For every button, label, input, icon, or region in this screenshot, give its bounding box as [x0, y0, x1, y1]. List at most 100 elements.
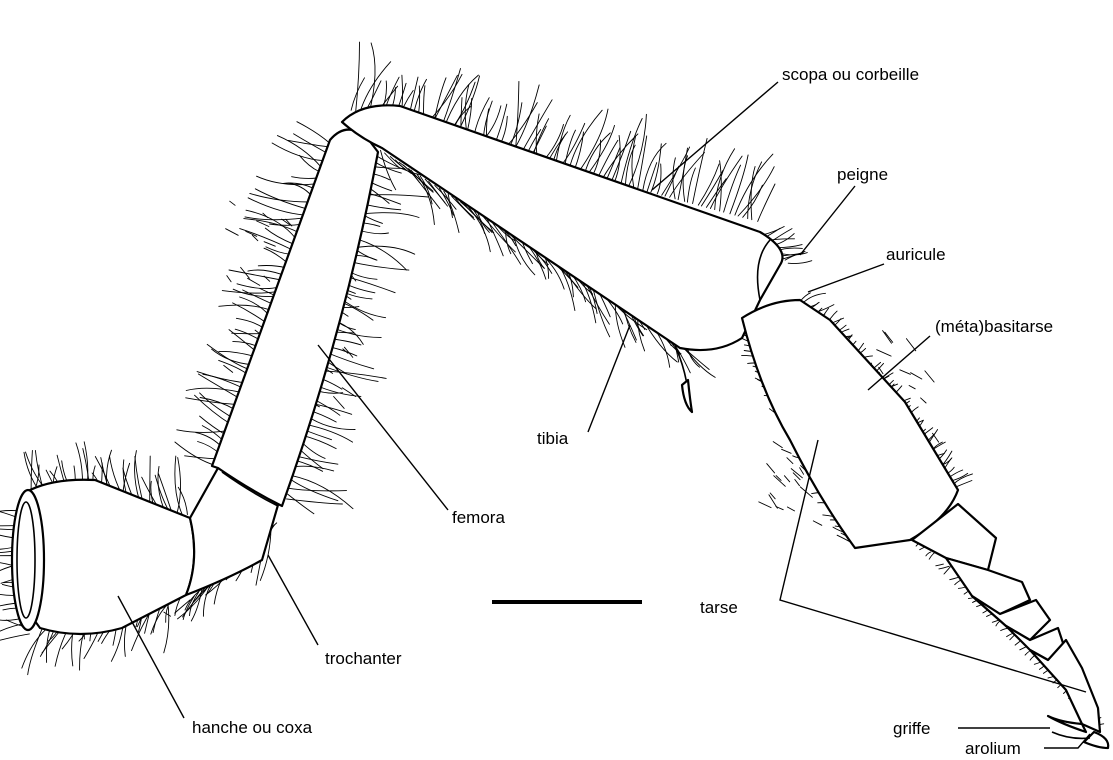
leader-basitarse: [868, 336, 930, 390]
texture-stroke: [800, 468, 804, 475]
hair-stroke: [803, 293, 826, 303]
hair-stroke: [751, 167, 755, 220]
hair-stroke: [277, 136, 320, 167]
hair-stroke: [673, 158, 675, 199]
leader-trochanter: [268, 555, 318, 645]
texture-stroke: [787, 458, 793, 464]
label-femora: femora: [452, 508, 505, 527]
hair-stroke: [632, 137, 636, 188]
hair-stroke: [606, 147, 620, 180]
texture-stroke: [164, 612, 171, 616]
tibial-spur: [682, 380, 692, 412]
texture-stroke: [883, 331, 892, 344]
texture-stroke: [885, 332, 893, 342]
leader-auricule: [808, 264, 884, 292]
hair-stroke: [585, 133, 611, 174]
label-tibia: tibia: [537, 429, 569, 448]
hair-stroke: [186, 388, 242, 392]
hair-stroke: [317, 371, 386, 379]
hair-stroke: [219, 351, 255, 356]
texture-stroke: [774, 476, 786, 487]
hair-stroke: [688, 348, 700, 367]
label-griffe: griffe: [893, 719, 931, 738]
hair-stroke: [629, 114, 647, 186]
texture-stroke: [925, 371, 934, 382]
label-tarse: tarse: [700, 598, 738, 617]
hair-stroke: [264, 248, 287, 263]
hair-stroke: [175, 442, 217, 466]
hair-stroke: [625, 145, 635, 185]
hair-stroke: [229, 330, 256, 352]
texture-stroke: [767, 464, 775, 473]
hair-stroke: [724, 165, 741, 212]
hair-stroke: [356, 42, 360, 112]
hair-stroke: [265, 228, 293, 244]
hair-stroke: [207, 344, 250, 369]
texture-stroke: [248, 278, 260, 285]
texture-stroke: [813, 521, 822, 525]
texture-stroke: [784, 476, 789, 482]
leg-hairs: [0, 42, 1104, 726]
hair-stroke: [292, 177, 317, 179]
texture-stroke: [909, 386, 915, 389]
hair-stroke: [306, 416, 355, 430]
texture-stroke: [260, 288, 273, 294]
texture-stroke: [226, 229, 239, 236]
label-scopa: scopa ou corbeille: [782, 65, 919, 84]
hair-stroke: [638, 136, 647, 189]
texture-stroke: [344, 347, 352, 357]
leader-tibia: [588, 325, 630, 432]
hair-stroke: [229, 270, 281, 280]
hair-stroke: [939, 566, 949, 569]
hair-stroke: [294, 466, 334, 471]
hair-stroke: [297, 122, 329, 143]
texture-stroke: [224, 365, 233, 372]
hair-stroke: [665, 166, 679, 196]
hair-stroke: [956, 481, 972, 488]
tarsomere-segments: [912, 504, 1100, 732]
hair-stroke: [255, 189, 306, 209]
hair-stroke: [195, 395, 231, 424]
label-basitarse: (méta)basitarse: [935, 317, 1053, 336]
texture-stroke: [787, 507, 794, 511]
texture-stroke: [773, 442, 782, 448]
hair-stroke: [299, 155, 319, 171]
hair-stroke: [248, 270, 283, 275]
texture-stroke: [759, 502, 771, 508]
hair-stroke: [31, 451, 32, 491]
hair-stroke: [0, 634, 29, 640]
hair-stroke: [926, 552, 931, 556]
tibia-segment: [342, 105, 783, 410]
leader-peigne: [800, 186, 855, 255]
hair-stroke: [248, 198, 304, 215]
texture-stroke: [900, 370, 911, 375]
texture-stroke: [933, 433, 939, 442]
texture-stroke: [921, 398, 927, 403]
hair-stroke: [592, 140, 600, 176]
hair-stroke: [272, 143, 323, 161]
label-trochanter: trochanter: [325, 649, 402, 668]
leader-hanche: [118, 596, 184, 718]
label-auricule: auricule: [886, 245, 946, 264]
hair-stroke: [292, 476, 353, 509]
texture-stroke: [227, 276, 231, 282]
hair-stroke: [288, 140, 327, 146]
hair-stroke: [250, 193, 309, 202]
hair-stroke: [556, 115, 571, 166]
hair-stroke: [270, 224, 301, 225]
femur-segment: [212, 130, 378, 506]
label-arolium: arolium: [965, 739, 1021, 758]
hair-stroke: [621, 119, 642, 185]
texture-stroke: [782, 449, 792, 453]
hair-stroke: [564, 130, 575, 169]
texture-stroke: [795, 480, 800, 486]
texture-stroke: [349, 291, 356, 294]
texture-stroke: [877, 350, 891, 356]
hair-stroke: [258, 266, 285, 268]
hair-stroke: [236, 318, 264, 328]
label-hanche: hanche ou coxa: [192, 718, 313, 737]
texture-stroke: [793, 473, 800, 480]
label-peigne: peigne: [837, 165, 888, 184]
